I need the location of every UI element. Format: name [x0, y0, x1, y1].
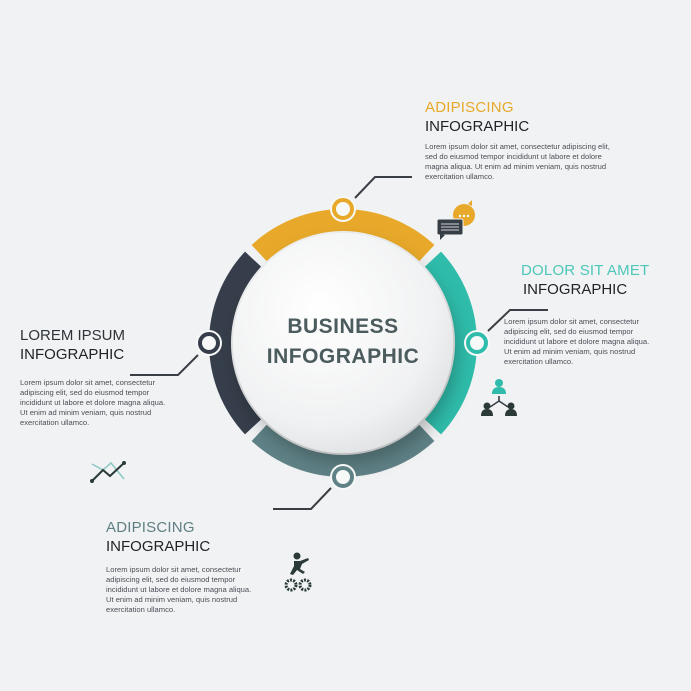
- connector-left: [130, 354, 199, 376]
- body-line: adipiscing elit, sed do eiusmod tempor: [504, 327, 634, 336]
- center-circle: [233, 233, 453, 453]
- ring-segment-bottom: [251, 424, 435, 477]
- section-top: ADIPISCING INFOGRAPHIC Lorem ipsum dolor…: [425, 98, 610, 182]
- section-subtitle: INFOGRAPHIC: [425, 118, 530, 135]
- section-bottom: ADIPISCING INFOGRAPHIC Lorem ipsum dolor…: [106, 518, 251, 615]
- ring-segment-top: [251, 209, 435, 262]
- body-line: exercitation ullamco.: [504, 357, 574, 366]
- section-title: LOREM IPSUM: [20, 327, 126, 344]
- section-body: Lorem ipsum dolor sit amet, consectetur …: [20, 378, 165, 428]
- connector-bottom: [273, 487, 332, 510]
- section-right-body: Lorem ipsum dolor sit amet, consectetur …: [504, 317, 649, 367]
- body-line: exercitation ullamco.: [425, 172, 495, 181]
- center-title-line2: INFOGRAPHIC: [266, 345, 420, 368]
- section-subtitle: INFOGRAPHIC: [106, 538, 211, 555]
- section-title: DOLOR SIT AMET: [521, 262, 650, 279]
- ring-node-left: [198, 332, 220, 354]
- body-line: incididunt ut labore et dolore magna ali…: [20, 398, 166, 407]
- section-title: ADIPISCING: [106, 519, 195, 536]
- body-line: exercitation ullamco.: [106, 605, 176, 614]
- connector-top: [354, 176, 412, 199]
- section-subtitle: INFOGRAPHIC: [20, 346, 125, 363]
- body-line: incididunt ut labore et dolore magna ali…: [504, 337, 650, 346]
- team-hierarchy-icon: [481, 379, 517, 416]
- body-line: incididunt ut labore et dolore magna ali…: [106, 585, 252, 594]
- connector-right: [487, 309, 548, 332]
- body-line: Lorem ipsum dolor sit amet, consectetur: [106, 565, 242, 574]
- body-line: Ut enim ad minim veniam, quis nostrud: [106, 595, 238, 604]
- section-subtitle: INFOGRAPHIC: [523, 281, 628, 298]
- body-line: sed do eiusmod tempor incididunt ut labo…: [425, 152, 602, 161]
- body-line: Lorem ipsum dolor sit amet, consectetur: [20, 378, 156, 387]
- center-title-line1: BUSINESS: [287, 315, 399, 338]
- center-title: BUSINESS INFOGRAPHIC: [233, 312, 453, 372]
- section-left: LOREM IPSUM INFOGRAPHIC Lorem ipsum dolo…: [20, 326, 165, 428]
- ring-node-right: [466, 332, 488, 354]
- body-line: adipiscing elit, sed do eiusmod tempor: [20, 388, 150, 397]
- runner-gears-icon: [284, 552, 312, 592]
- body-line: Ut enim ad minim veniam, quis nostrud: [20, 408, 152, 417]
- section-body: Lorem ipsum dolor sit amet, consectetur …: [425, 142, 610, 182]
- body-line: Lorem ipsum dolor sit amet, consectetur: [504, 317, 640, 326]
- section-body: Lorem ipsum dolor sit amet, consectetur …: [106, 565, 251, 615]
- ring-segment-right: [424, 251, 477, 435]
- body-line: Lorem ipsum dolor sit amet, consectetur …: [425, 142, 610, 151]
- body-line: Ut enim ad minim veniam, quis nostrud: [504, 347, 636, 356]
- section-right: DOLOR SIT AMET INFOGRAPHIC: [521, 261, 649, 299]
- body-line: magna aliqua. Ut enim ad minim veniam, q…: [425, 162, 607, 171]
- section-title: ADIPISCING: [425, 99, 514, 116]
- body-line: adipiscing elit, sed do eiusmod tempor: [106, 575, 236, 584]
- body-line: exercitation ullamco.: [20, 418, 90, 427]
- ring-node-bottom: [332, 466, 354, 488]
- chat-bubbles-icon: [436, 200, 475, 240]
- ring-segment-left: [208, 251, 262, 435]
- line-chart-icon: [90, 461, 126, 483]
- ring-node-top: [332, 198, 354, 220]
